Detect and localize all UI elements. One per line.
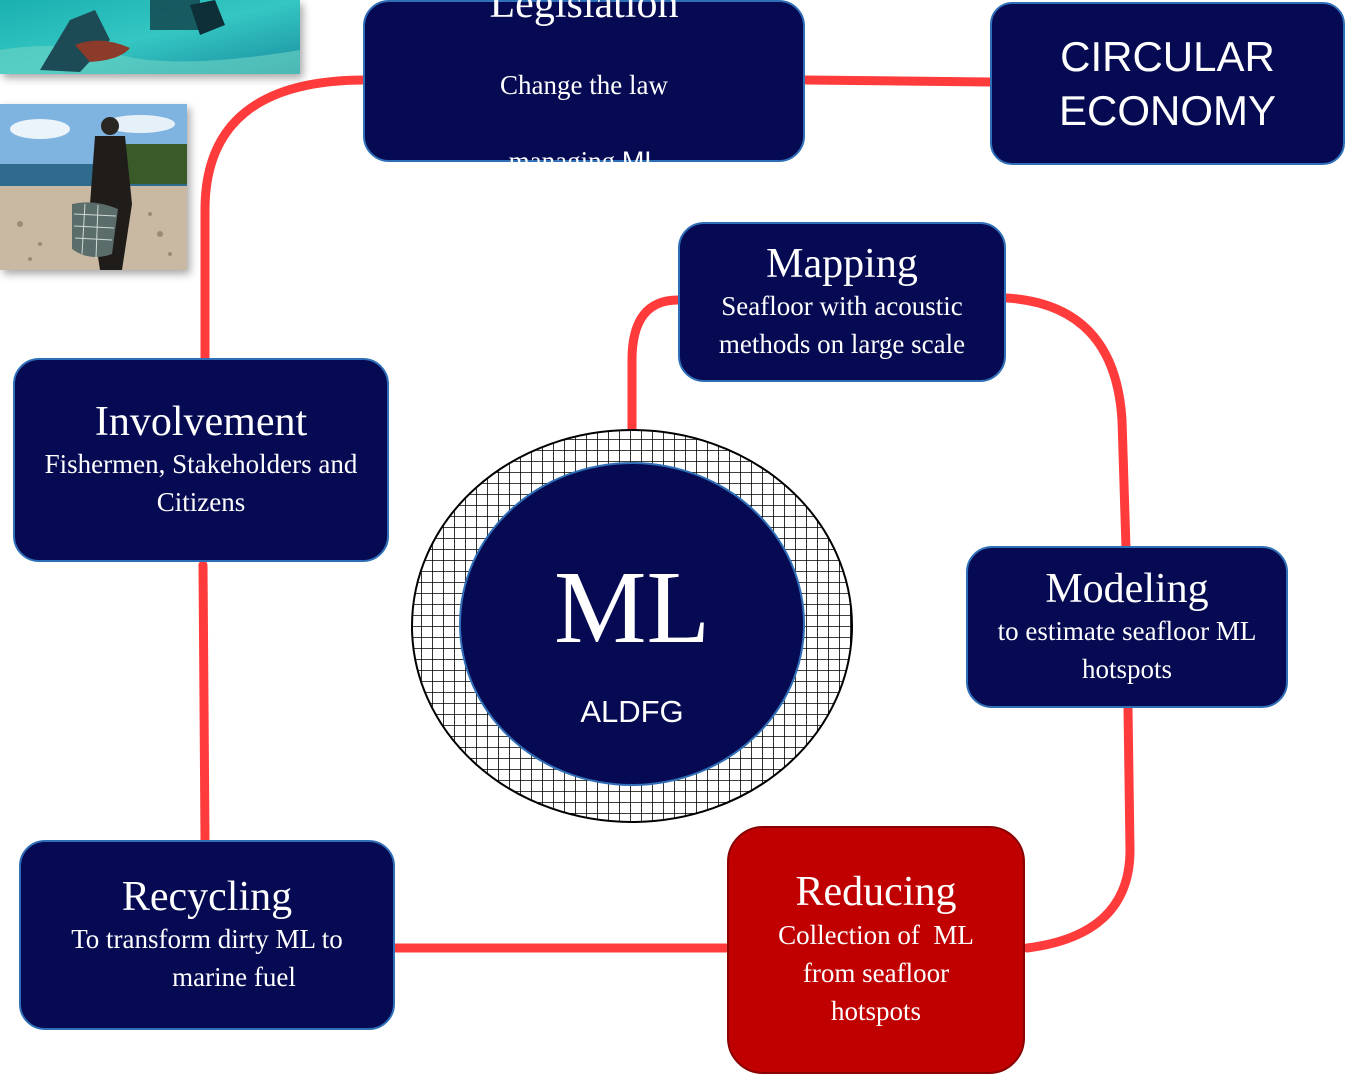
reducing-desc: Collection of ML from seafloor hotspots [778,919,974,1027]
legislation-desc: Change the law managing ML [500,27,668,180]
reducing-box: Reducing Collection of ML from seafloor … [727,826,1025,1074]
circular-economy-label: CIRCULAR ECONOMY [1058,33,1276,134]
reducing-title: Reducing [795,869,957,916]
center-ml-circle: ML ALDFG [459,462,805,786]
underwater-diver-photo [0,0,300,74]
connector-mapping-center [627,295,683,435]
mapping-desc: Seafloor with acoustic methods on large … [718,290,966,360]
mapping-box: Mapping Seafloor with acoustic methods o… [678,222,1006,382]
connector-legislation-involvement [200,75,370,363]
center-aldfg-label: ALDFG [580,694,684,729]
legislation-desc-line1: Change the law [500,69,668,100]
legislation-title: Legislation [489,0,679,28]
mapping-title: Mapping [766,240,918,287]
center-ml-title: ML [554,550,710,665]
connector-modeling-mapping [1002,293,1131,553]
legislation-box: Legislation Change the law managing ML [363,0,805,176]
modeling-title: Modeling [1045,565,1209,612]
legislation-desc-ml: ML [621,146,660,177]
connector-reducing-modeling [1022,703,1135,953]
involvement-desc: Fishermen, Stakeholders and Citizens [44,448,358,518]
recycling-desc: To transform dirty ML to marine fuel [71,923,343,993]
legislation-desc-line2: managing [508,146,622,177]
connector-legislation-circular [800,75,995,87]
recycling-title: Recycling [121,873,293,920]
connector-involvement-recycling [198,560,210,845]
recycling-box: Recycling To transform dirty ML to marin… [19,840,395,1030]
modeling-box: Modeling to estimate seafloor ML hotspot… [966,546,1288,708]
diver-on-beach-photo [0,104,187,270]
circular-economy-box: CIRCULAR ECONOMY [990,2,1345,165]
involvement-title: Involvement [94,398,308,445]
involvement-box: Involvement Fishermen, Stakeholders and … [13,358,389,562]
modeling-desc: to estimate seafloor ML hotspots [997,615,1257,685]
